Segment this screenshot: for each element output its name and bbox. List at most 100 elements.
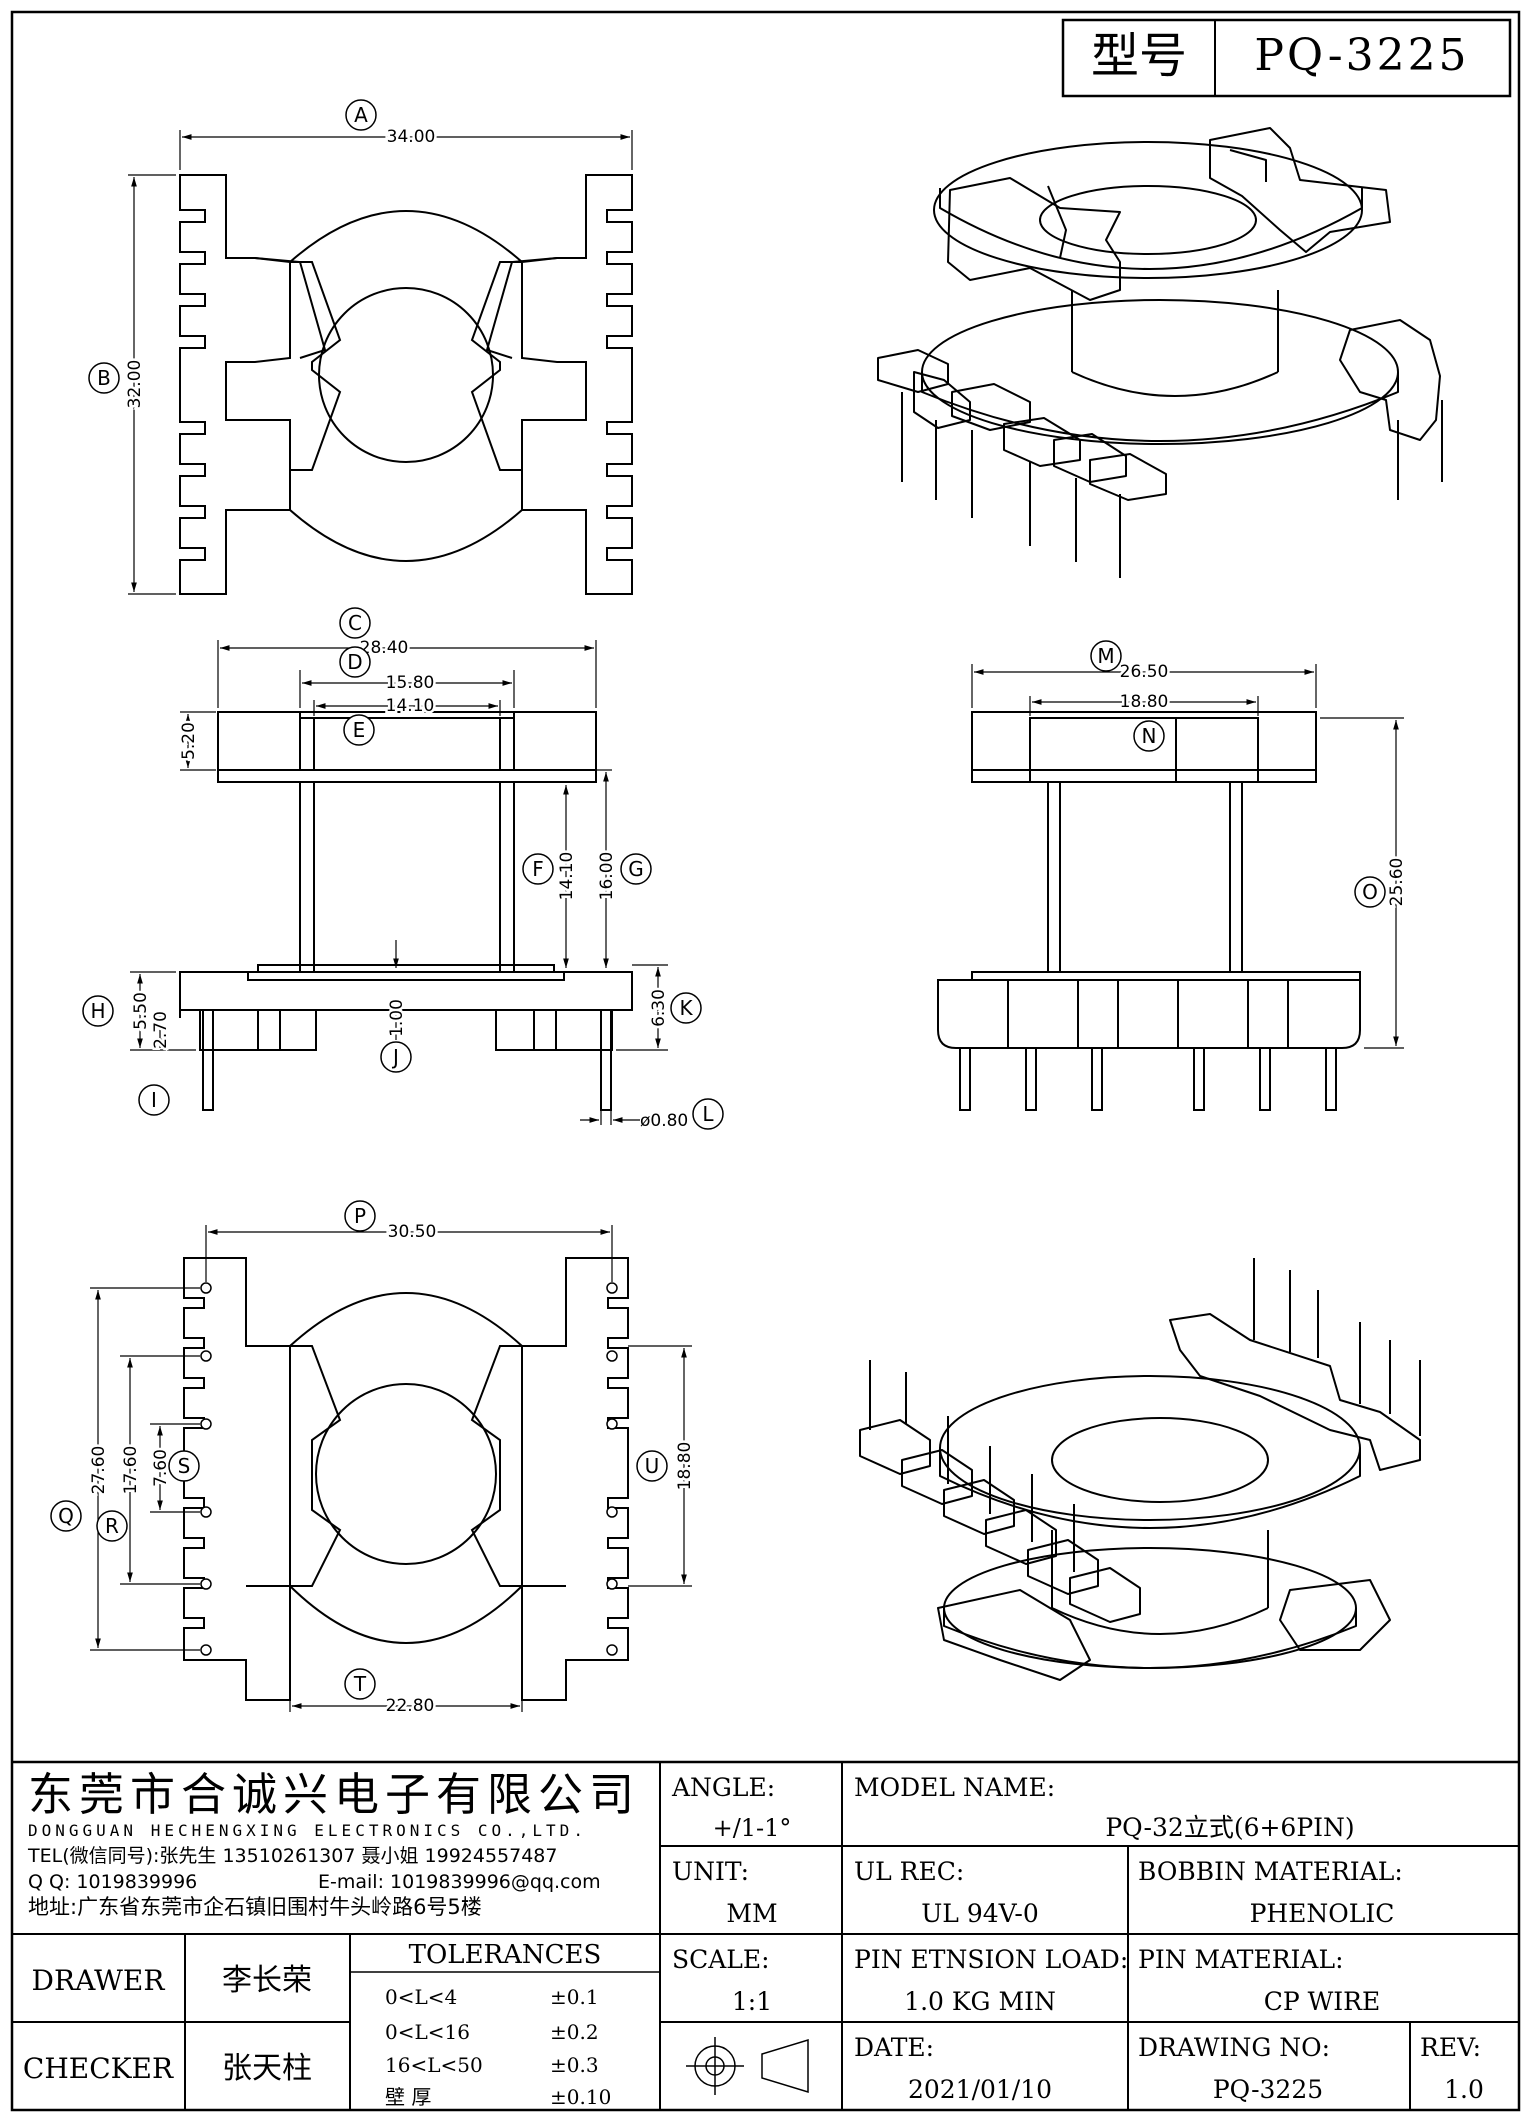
dim-S-value: 7.60: [151, 1449, 171, 1487]
side-view-balloons: C D E F G H I J K L: [82, 607, 724, 1130]
drawer-name: 李长荣: [222, 1963, 312, 1998]
svg-text:M: M: [1097, 644, 1114, 668]
pin-load-value: 1.0 KG MIN: [904, 1987, 1056, 2016]
company-block: 东莞市合诚兴电子有限公司 DONGGUAN HECHENGXING ELECTR…: [27, 1768, 640, 1919]
side-view: [179, 711, 633, 1111]
dim-T-value: 22.80: [386, 1696, 435, 1716]
pin-material-value: CP WIRE: [1264, 1987, 1381, 2016]
front-view-labels: 26.50 18.80 25.60: [1117, 660, 1409, 909]
projection-symbol: [686, 2037, 809, 2095]
rev-value: 1.0: [1444, 2075, 1484, 2104]
company-name-cn: 东莞市合诚兴电子有限公司: [28, 1768, 640, 1821]
type-box: 型号 PQ-3225: [1061, 18, 1512, 98]
bobbin-label: BOBBIN MATERIAL:: [1138, 1857, 1403, 1886]
model-value: PQ-32立式(6+6PIN): [1105, 1813, 1354, 1842]
unit-label: UNIT:: [672, 1857, 749, 1886]
dim-E-value: 14.10: [386, 696, 435, 716]
dim-O-value: 25.60: [1387, 858, 1407, 907]
svg-text:S: S: [178, 1454, 191, 1478]
dim-P-value: 30.50: [388, 1222, 437, 1242]
dim-L-value: ø0.80: [640, 1111, 688, 1131]
bottom-view-labels: 30.50 27.60 17.60 7.60 22.80 18.80: [87, 1220, 698, 1719]
dim-M-value: 26.50: [1120, 662, 1169, 682]
front-view: [937, 711, 1361, 1111]
date-label: DATE:: [854, 2033, 934, 2062]
isometric-view-top: [877, 127, 1443, 578]
tol-range-3: 16<L<50: [385, 2053, 483, 2077]
model-column: MODEL NAME: PQ-32立式(6+6PIN) UL REC: UL 9…: [854, 1773, 1355, 2104]
model-label: MODEL NAME:: [854, 1773, 1055, 1802]
tol-range-2: 0<L<16: [385, 2020, 470, 2044]
front-view-balloons: M N O: [1090, 640, 1386, 908]
ul-value: UL 94V-0: [921, 1899, 1039, 1928]
dim-B: 32.00 B: [88, 174, 176, 595]
ul-label: UL REC:: [854, 1857, 964, 1886]
bottom-view-dims: [90, 1225, 692, 1712]
svg-text:C: C: [348, 611, 362, 635]
dim-J-value: 1.00: [387, 999, 407, 1037]
company-tel: TEL(微信同号):张先生 13510261307 聂小姐 1992455748…: [27, 1845, 558, 1867]
tol-range-1: 0<L<4: [385, 1985, 457, 2009]
svg-text:L: L: [702, 1102, 714, 1126]
front-view-dims: [971, 664, 1404, 1049]
tol-value-3: ±0.3: [550, 2053, 599, 2077]
svg-text:N: N: [1142, 724, 1157, 748]
svg-text:D: D: [347, 650, 362, 674]
svg-text:Q: Q: [58, 1504, 74, 1528]
sheet-border: [10, 10, 1521, 2112]
svg-text:E: E: [353, 718, 366, 742]
svg-text:P: P: [354, 1204, 366, 1228]
angle-value: +/1-1°: [713, 1814, 792, 1842]
unit-value: MM: [726, 1899, 777, 1928]
svg-text:J: J: [391, 1045, 399, 1069]
side-view-labels: 28.40 15.80 14.10 5.20 14.10 16.00 5.50 …: [129, 636, 689, 1132]
tolerances-label: TOLERANCES: [409, 1940, 602, 1970]
drawer-checker-block: DRAWER 李长荣 CHECKER 张天柱 TOLERANCES 0<L<4 …: [23, 1940, 611, 2109]
drawer-label: DRAWER: [32, 1964, 166, 1997]
scale-value: 1:1: [732, 1987, 772, 2016]
svg-text:I: I: [151, 1088, 157, 1112]
title-block-grid: [12, 1760, 1519, 2110]
dim-F-value: 14.10: [557, 852, 577, 901]
svg-text:F: F: [532, 857, 544, 881]
dim-52-value: 5.20: [179, 722, 199, 760]
dim-Q-value: 27.60: [89, 1446, 109, 1495]
dim-D-value: 15.80: [386, 673, 435, 693]
bottom-view: [183, 1257, 629, 1701]
svg-text:O: O: [1362, 880, 1378, 904]
svg-text:A: A: [354, 103, 368, 127]
svg-text:K: K: [679, 996, 693, 1020]
dim-A-value: 34.00: [387, 127, 436, 147]
scale-label: SCALE:: [672, 1945, 770, 1974]
bobbin-value: PHENOLIC: [1250, 1899, 1395, 1928]
svg-text:U: U: [645, 1454, 660, 1478]
dim-N-value: 18.80: [1120, 692, 1169, 712]
company-email: E-mail: 1019839996@qq.com: [318, 1871, 601, 1893]
pin-material-label: PIN MATERIAL:: [1138, 1945, 1344, 1974]
dim-C-value: 28.40: [360, 638, 409, 658]
svg-text:R: R: [105, 1514, 119, 1538]
dim-G-value: 16.00: [597, 852, 617, 901]
top-view: [179, 174, 633, 595]
tol-value-4: ±0.10: [550, 2085, 611, 2109]
dim-I-value: 2.70: [151, 1011, 171, 1049]
part-number: PQ-3225: [1254, 30, 1469, 81]
svg-text:G: G: [628, 857, 644, 881]
angle-unit-scale-column: ANGLE: +/1-1° UNIT: MM SCALE: 1:1: [671, 1773, 791, 2016]
date-value: 2021/01/10: [908, 2075, 1052, 2104]
dim-K-value: 6.30: [649, 989, 669, 1027]
dim-B-value: 32.00: [125, 360, 145, 409]
tol-value-1: ±0.1: [550, 1985, 599, 2009]
checker-label: CHECKER: [23, 2052, 174, 2085]
tol-value-2: ±0.2: [550, 2020, 599, 2044]
checker-name: 张天柱: [222, 2051, 312, 2086]
angle-label: ANGLE:: [671, 1773, 775, 1802]
dim-H-value: 5.50: [131, 992, 151, 1030]
tol-range-4: 壁 厚: [385, 2085, 431, 2109]
company-address: 地址:广东省东莞市企石镇旧围村牛头岭路6号5楼: [28, 1895, 482, 1919]
company-qq: Q Q: 1019839996: [28, 1871, 197, 1893]
svg-text:H: H: [90, 999, 105, 1023]
type-label: 型号: [1091, 28, 1187, 84]
dim-U-value: 18.80: [675, 1442, 695, 1491]
